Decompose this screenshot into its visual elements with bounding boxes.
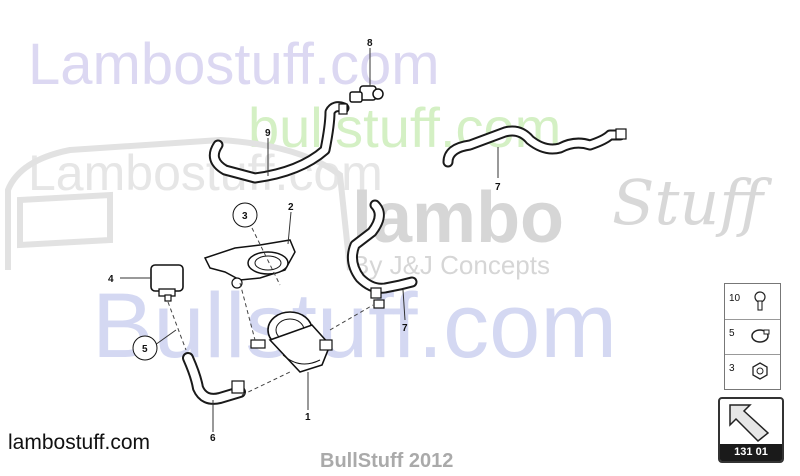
legend-item-3[interactable]: 3	[725, 354, 780, 389]
callout-9[interactable]: 9	[265, 128, 271, 139]
legend-number: 3	[729, 363, 735, 374]
air-pump-part-1[interactable]	[250, 311, 333, 373]
copyright-label: BullStuff 2012	[320, 450, 454, 472]
fastener-legend: 10 5 3	[724, 283, 781, 390]
nut-icon	[752, 362, 768, 380]
legend-item-5[interactable]: 5	[725, 319, 780, 355]
bracket-part-2[interactable]	[203, 239, 296, 289]
hose-part-7-upper[interactable]	[442, 125, 627, 168]
connector-part-8[interactable]	[349, 85, 384, 103]
bolt-icon	[754, 291, 766, 311]
callout-circle-3	[232, 202, 258, 228]
legend-item-10[interactable]: 10	[725, 284, 780, 320]
hose-part-9[interactable]	[208, 101, 350, 184]
callout-6[interactable]: 6	[210, 433, 216, 444]
car-silhouette-watermark	[5, 136, 353, 271]
callout-circle-5	[132, 335, 158, 361]
leader-lines	[120, 48, 499, 432]
section-badge[interactable]: 131 01	[718, 397, 784, 463]
hose-clamp-icon	[751, 329, 770, 343]
valve-part-4[interactable]	[150, 264, 184, 302]
callout-7-upper[interactable]: 7	[495, 182, 501, 193]
callout-2[interactable]: 2	[288, 202, 294, 213]
callout-4[interactable]: 4	[108, 274, 114, 285]
hose-part-7-lower[interactable]	[346, 199, 418, 309]
callout-3[interactable]: 3	[242, 211, 248, 222]
site-label: lambostuff.com	[8, 431, 151, 454]
legend-number: 10	[729, 293, 741, 304]
legend-number: 5	[729, 328, 735, 339]
callout-1[interactable]: 1	[305, 412, 311, 423]
section-code: 131 01	[720, 444, 782, 461]
hose-part-6[interactable]	[182, 352, 246, 405]
callout-5[interactable]: 5	[142, 344, 148, 355]
callout-8[interactable]: 8	[367, 38, 373, 49]
arrow-icon	[729, 404, 770, 443]
callout-7-lower[interactable]: 7	[402, 323, 408, 334]
assembly-lines	[167, 227, 374, 396]
